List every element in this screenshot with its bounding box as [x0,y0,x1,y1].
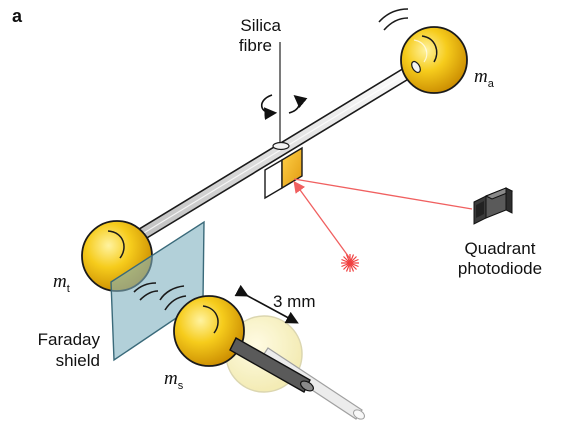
attractor-mass-a [400,26,468,94]
source-rod [229,337,314,393]
faraday-label-line2: shield [56,351,100,370]
quadrant-label-line2: photodiode [458,259,542,278]
bar-end-cap [411,60,421,74]
photodiode-icon [473,187,514,225]
motion-arcs-t [133,282,159,301]
distance-arrow [234,284,299,324]
mass-t-label: mt [53,271,70,295]
quadrant-label-line1: Quadrant [465,239,536,258]
torsion-bar [125,61,421,248]
fibre-clamp [272,141,290,151]
motion-arcs-a [378,8,409,31]
motion-arcs-s [159,285,187,311]
silica-label-line2: fibre [239,36,272,55]
distance-label: 3 mm [273,292,316,311]
laser-source-icon [341,254,359,272]
mirror [264,146,303,200]
mass-s-label: ms [164,368,184,392]
laser-beams [293,178,473,261]
silica-label-line1: Silica [240,16,281,35]
rotation-arrow [260,94,308,121]
panel-label: a [12,6,23,26]
faraday-label-line1: Faraday [38,330,101,349]
source-mass-s [173,295,245,367]
mass-a-label: ma [474,66,495,90]
